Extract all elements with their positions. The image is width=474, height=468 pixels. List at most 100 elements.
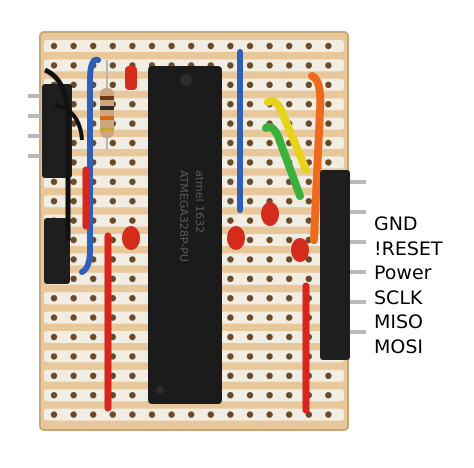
pin-label-list: GND !RESET Power SCLK MISO MOSI [374, 212, 443, 359]
board-hole [246, 275, 254, 282]
board-hole [70, 353, 77, 360]
board-hole [305, 256, 312, 263]
board-hole [286, 411, 293, 418]
board-hole [50, 372, 58, 379]
atmega-chip: atmel 1632 ATMEGA328P-PU [148, 66, 222, 404]
board-hole [266, 81, 273, 89]
board-hole [325, 101, 332, 108]
right-pin-header [320, 170, 350, 360]
board-hole [246, 198, 254, 205]
board-hole [227, 392, 234, 399]
board-hole [129, 314, 136, 321]
board-hole [227, 178, 234, 185]
header-pin [350, 210, 366, 214]
board-hole [90, 314, 97, 321]
board-hole [305, 81, 312, 89]
board-hole [266, 256, 273, 263]
yellow-wire [264, 97, 310, 174]
board-hole [109, 178, 117, 185]
board-hole [227, 411, 234, 418]
small-capacitor-top [125, 66, 137, 90]
board-hole [246, 139, 254, 147]
board-hole [286, 101, 293, 108]
board-hole [305, 198, 312, 205]
board-hole [70, 275, 77, 282]
orange-wire [308, 72, 325, 244]
board-hole [286, 372, 293, 379]
board-hole [286, 236, 293, 244]
board-hole [246, 314, 254, 321]
board-hole [246, 42, 254, 50]
left-lower-pin-header [44, 218, 70, 284]
board-hole [129, 217, 136, 224]
board-hole [90, 42, 97, 50]
header-pin [350, 270, 366, 274]
board-hole [90, 275, 97, 282]
board-hole [70, 217, 77, 224]
board-hole [188, 42, 195, 50]
board-hole [129, 101, 136, 108]
board-hole [129, 295, 136, 302]
board-hole [246, 372, 254, 379]
board-hole [227, 81, 234, 89]
board-hole [305, 217, 312, 224]
header-pin [350, 240, 366, 244]
board-hole [266, 392, 273, 399]
board-hole [50, 333, 58, 341]
board-hole [90, 411, 97, 418]
pin-label-mosi: MOSI [374, 335, 424, 358]
board-hole [286, 42, 293, 50]
board-hole [266, 236, 273, 244]
board-hole [50, 295, 58, 302]
board-hole [325, 372, 332, 379]
board-hole [227, 139, 234, 147]
board-hole [246, 353, 254, 360]
pin-label-power: Power [374, 262, 432, 284]
board-hole [305, 101, 312, 108]
black-wire-2 [54, 103, 84, 141]
board-hole [325, 411, 332, 418]
board-hole [70, 411, 77, 418]
board-hole [286, 314, 293, 321]
board-hole [70, 372, 77, 379]
board-hole [90, 392, 97, 399]
board-hole [325, 42, 332, 50]
board-hole [129, 333, 136, 341]
board-hole [325, 159, 332, 166]
board-hole [129, 256, 136, 263]
board-hole [305, 178, 312, 185]
board-hole [246, 62, 254, 69]
board-hole [246, 236, 254, 244]
board-hole [50, 392, 58, 399]
pin-label-miso: MISO [374, 311, 424, 333]
components: atmel 1632 ATMEGA328P-PU [28, 49, 366, 414]
board-hole [286, 275, 293, 282]
pin-label-gnd: GND [374, 213, 418, 235]
board-hole [286, 217, 293, 224]
board-hole [286, 392, 293, 399]
board-hole [227, 295, 234, 302]
board-hole [227, 256, 234, 263]
board-hole [70, 314, 77, 321]
board-hole [286, 62, 293, 69]
board-hole [266, 333, 273, 341]
board-hole [50, 353, 58, 360]
board-hole [305, 139, 312, 147]
capacitor-2 [227, 226, 245, 250]
board-hole [325, 392, 332, 399]
board-hole [109, 411, 117, 418]
board-hole [50, 178, 58, 185]
board-hole [266, 178, 273, 185]
board-hole [109, 217, 117, 224]
board-hole [109, 198, 117, 205]
board-hole [286, 256, 293, 263]
board-hole [246, 217, 254, 224]
board-hole [109, 42, 117, 50]
resistor [100, 60, 114, 150]
board-hole [227, 314, 234, 321]
header-pin [350, 330, 366, 334]
board-hole [227, 198, 234, 205]
board-hole [129, 275, 136, 282]
board-hole [70, 81, 77, 89]
